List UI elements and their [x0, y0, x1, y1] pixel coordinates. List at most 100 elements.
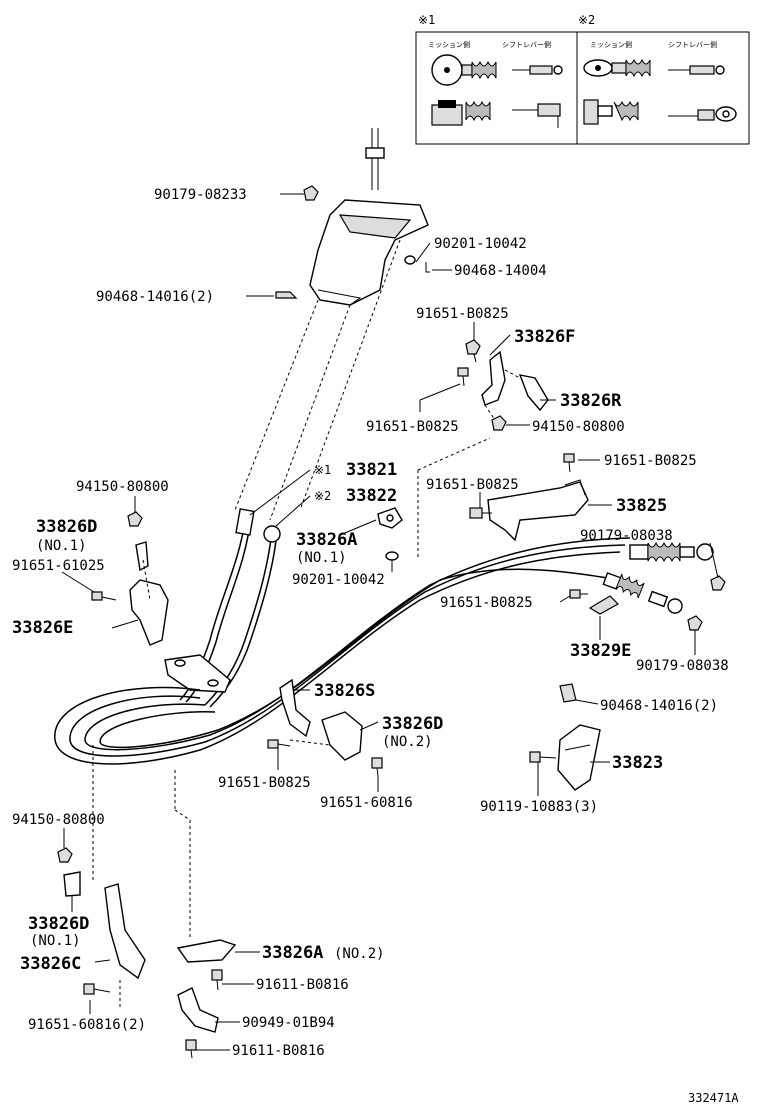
- label-91651-61025[interactable]: 91651-61025: [12, 558, 105, 574]
- label-90179-08038[interactable]: 90179-08038: [636, 658, 729, 674]
- label-91651-60816[interactable]: 91651-60816: [320, 795, 413, 811]
- diagram-code: 332471A: [688, 1091, 739, 1105]
- nut-icon: [491, 415, 507, 431]
- label-91611-B0816[interactable]: 91611-B0816: [232, 1043, 325, 1059]
- label-33821-mark: ※1: [314, 463, 331, 477]
- cable-end-round-icon: [431, 54, 497, 86]
- label-33823[interactable]: 33823: [612, 753, 663, 773]
- label-33822[interactable]: 33822: [346, 486, 397, 506]
- cable-end-bushing-icon: [431, 100, 491, 126]
- bolt-icon: [563, 453, 575, 473]
- cable-grommet-plate: [164, 654, 231, 693]
- nut-icon: [687, 615, 703, 631]
- bracket-90949-01B94: [177, 987, 219, 1033]
- transmission-cable-end-lower: [602, 572, 683, 614]
- label-90949-01B94[interactable]: 90949-01B94: [242, 1015, 335, 1031]
- label-33826E[interactable]: 33826E: [12, 618, 73, 638]
- washer-icon: [404, 255, 416, 265]
- label-33826A-no2[interactable]: 33826A: [262, 943, 323, 963]
- label-33826A-no2-sub: (NO.2): [334, 946, 385, 962]
- clip-33826A-no1: [377, 507, 403, 529]
- bolt-icon: [469, 507, 492, 519]
- label-91611-B0816[interactable]: 91611-B0816: [256, 977, 349, 993]
- bolt-icon: [569, 589, 588, 599]
- label-33822-mark: ※2: [314, 489, 331, 503]
- label-91651-B0825[interactable]: 91651-B0825: [604, 453, 697, 469]
- label-90201-10042[interactable]: 90201-10042: [292, 572, 385, 588]
- label-91651-B0825[interactable]: 91651-B0825: [426, 477, 519, 493]
- label-91651-B0825[interactable]: 91651-B0825: [366, 419, 459, 435]
- label-90119-10883[interactable]: 90119-10883(3): [480, 799, 598, 815]
- bracket-33826R: [518, 374, 549, 412]
- label-91651-60816[interactable]: 91651-60816(2): [28, 1017, 146, 1033]
- label-33826D-no1-sub: (NO.1): [30, 933, 81, 949]
- bolt-icon: [91, 591, 117, 601]
- washer-icon: [385, 551, 399, 561]
- label-90468-14016[interactable]: 90468-14016(2): [600, 698, 718, 714]
- label-94150-80800[interactable]: 94150-80800: [532, 419, 625, 435]
- bolt-icon: [371, 757, 383, 777]
- label-33826R[interactable]: 33826R: [560, 391, 622, 411]
- inset-box1-right-header: シフトレバー側: [502, 40, 551, 49]
- bolt-icon: [457, 367, 469, 387]
- label-91651-B0825[interactable]: 91651-B0825: [440, 595, 533, 611]
- inset-box1-left-header: ミッション側: [428, 40, 470, 49]
- lever-end-eye-icon: [668, 106, 737, 122]
- nut-icon: [57, 847, 73, 863]
- label-90179-08038[interactable]: 90179-08038: [580, 528, 673, 544]
- bracket-33826F: [481, 350, 506, 406]
- bracket-33823: [557, 724, 601, 791]
- bolt-icon: [465, 339, 481, 363]
- bolt-icon: [529, 751, 557, 763]
- bracket-33826D-no2: [321, 711, 363, 761]
- label-91651-B0825[interactable]: 91651-B0825: [416, 306, 509, 322]
- label-94150-80800[interactable]: 94150-80800: [76, 479, 169, 495]
- label-33829E[interactable]: 33829E: [570, 641, 631, 661]
- label-33826D-no1[interactable]: 33826D: [28, 914, 89, 934]
- label-33825[interactable]: 33825: [616, 496, 667, 516]
- bolt-icon: [185, 1039, 197, 1059]
- label-33826D-no1[interactable]: 33826D: [36, 517, 97, 537]
- part-labels: 90179-08233 90201-10042 90468-14004 9046…: [12, 187, 729, 1059]
- label-90468-14004[interactable]: 90468-14004: [454, 263, 547, 279]
- bolt-icon: [211, 969, 223, 991]
- nut-icon: [127, 511, 143, 527]
- bolt-icon: [267, 739, 291, 749]
- cable-end-eye-icon: [583, 58, 651, 78]
- label-33826C[interactable]: 33826C: [20, 954, 81, 974]
- bracket-33826D-no1-upper: [135, 541, 149, 572]
- label-94150-80800[interactable]: 94150-80800: [12, 812, 105, 828]
- label-33826D-no2-sub: (NO.2): [382, 734, 433, 750]
- leader-lines: [61, 193, 719, 1051]
- clip-33829E: [588, 595, 619, 615]
- bracket-33826C: [104, 883, 146, 980]
- bracket-33826S: [279, 678, 311, 738]
- label-33826F[interactable]: 33826F: [514, 327, 575, 347]
- inset-box2-right-header: シフトレバー側: [668, 40, 717, 49]
- label-90179-08233[interactable]: 90179-08233: [154, 187, 247, 203]
- transmission-cable-end-upper: [629, 541, 714, 563]
- cable-end-bracket-icon: [583, 99, 639, 125]
- bracket-33826E: [129, 579, 169, 646]
- lever-end-rod-icon: [512, 65, 563, 75]
- bracket-33826D-no1-lower: [63, 871, 81, 897]
- lever-end-rod-icon: [668, 65, 725, 75]
- label-33826A-no1[interactable]: 33826A: [296, 530, 357, 550]
- label-33826S[interactable]: 33826S: [314, 681, 375, 701]
- label-91651-B0825[interactable]: 91651-B0825: [218, 775, 311, 791]
- bracket-33826A-no2: [176, 939, 237, 963]
- label-90468-14016[interactable]: 90468-14016(2): [96, 289, 214, 305]
- shift-lever-housing: [309, 128, 429, 306]
- inset-box2-left-header: ミッション側: [590, 40, 632, 49]
- inset-box1-mark: ※1: [418, 13, 435, 27]
- inset-box2-mark: ※2: [578, 13, 595, 27]
- bracket-33825: [487, 479, 589, 542]
- main-cable-loop: [54, 537, 631, 765]
- label-33826D-no2[interactable]: 33826D: [382, 714, 443, 734]
- clip-icon: [275, 291, 298, 299]
- label-33821[interactable]: 33821: [346, 460, 397, 480]
- nut-icon: [303, 185, 319, 201]
- label-90201-10042[interactable]: 90201-10042: [434, 236, 527, 252]
- clip-icon: [559, 683, 577, 703]
- nut-icon: [710, 575, 726, 591]
